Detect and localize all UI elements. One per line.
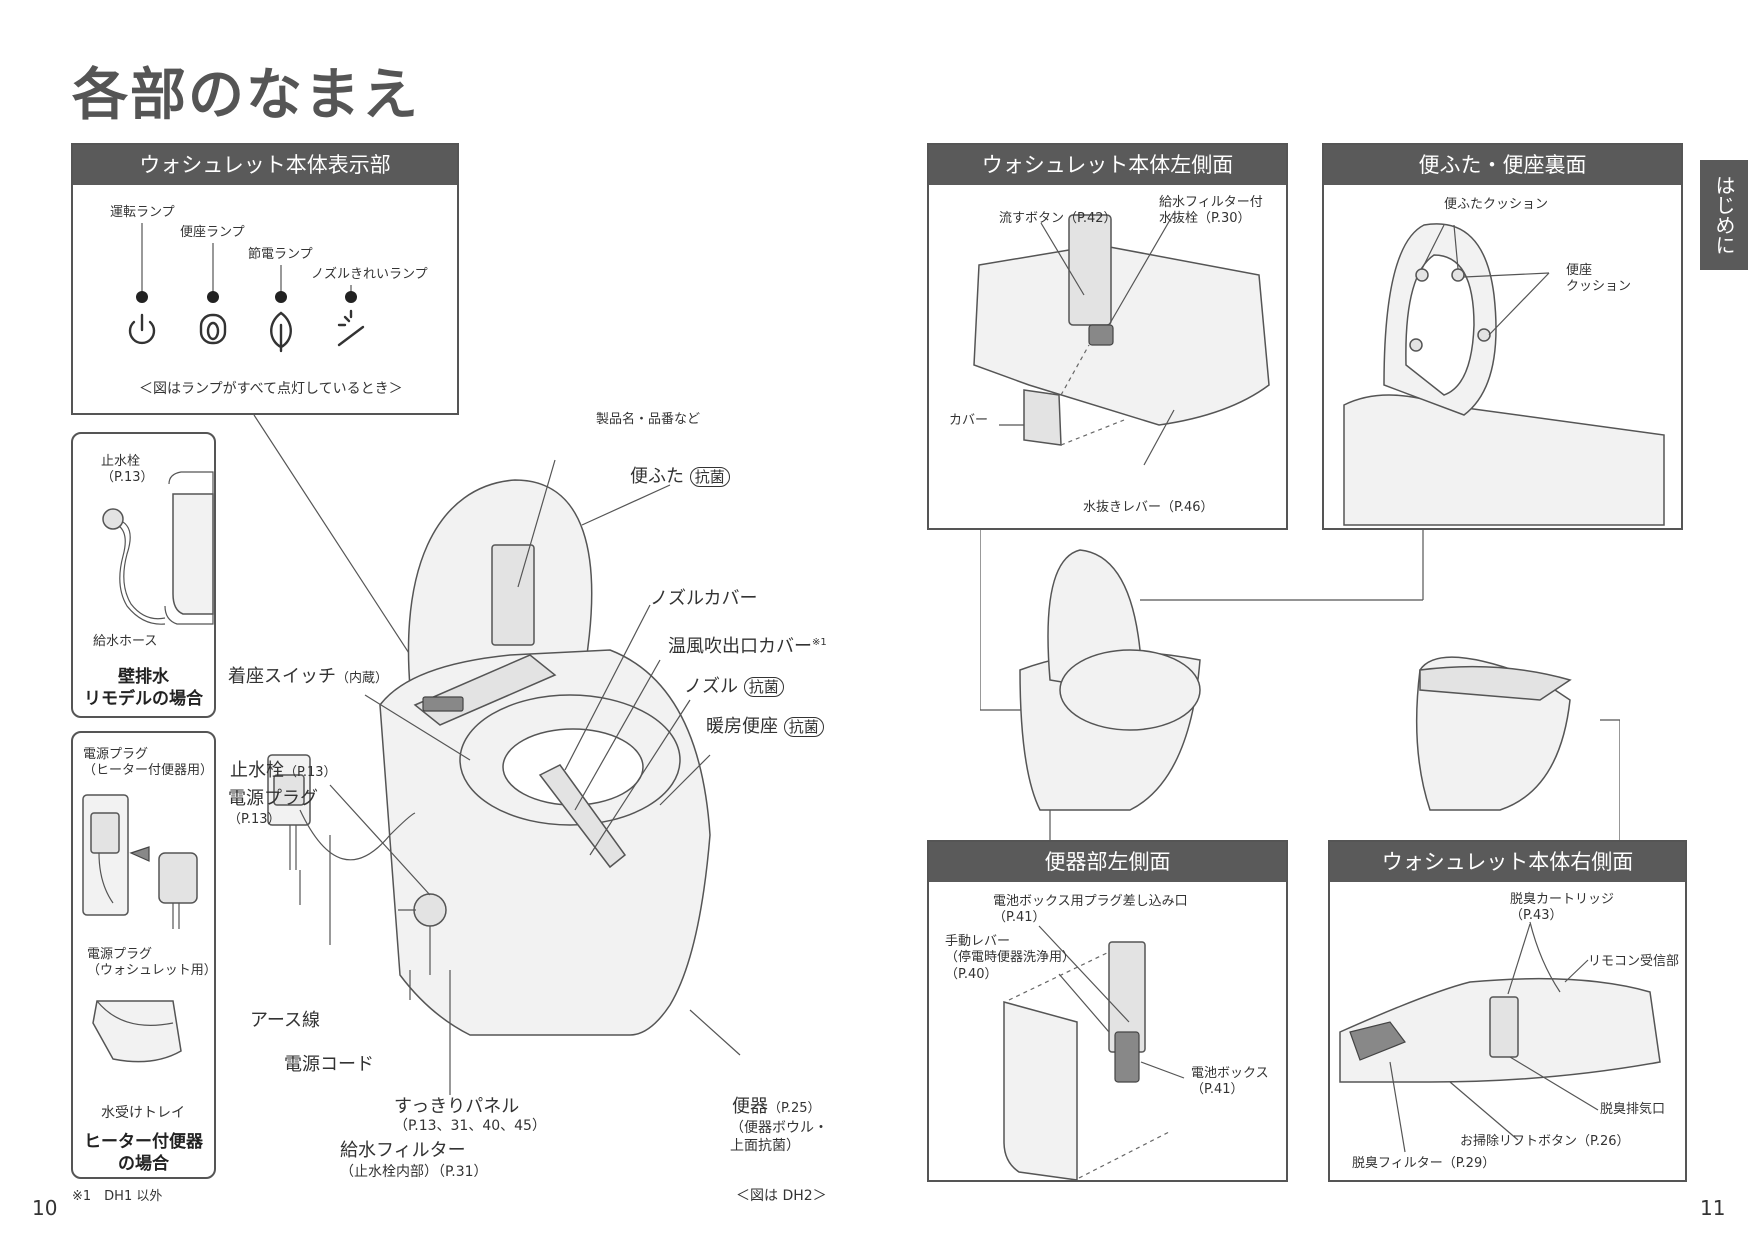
section-tab[interactable]: はじめに bbox=[1700, 160, 1748, 270]
page-number-left: 10 bbox=[32, 1196, 58, 1220]
label-battery-plug: 電池ボックス用プラグ差し込み口 （P.41） bbox=[993, 894, 1188, 926]
underside-panel: 便ふた・便座裏面 便ふたクッション 便座 クッション bbox=[1322, 143, 1683, 530]
figure-note: ＜図は DH2＞ bbox=[736, 1188, 827, 1204]
toilet-main-illustration bbox=[253, 415, 741, 1095]
label-power-plug: 電源プラグ bbox=[228, 788, 318, 809]
label-lid-cushion: 便ふたクッション bbox=[1444, 197, 1549, 212]
label-panel-ref: （P.13、31、40、45） bbox=[394, 1118, 546, 1134]
right-side-panel: ウォシュレット本体右側面 脱臭カートリッジ （P.43） リモコン受信部 脱臭排… bbox=[1328, 840, 1687, 1182]
bowl-left-panel: 便器部左側面 電池ボックス用プラグ差し込み口 （P.41） 手動レバー （停電時… bbox=[927, 840, 1288, 1182]
label-heated-seat: 暖房便座 抗菌 bbox=[706, 716, 824, 738]
leaf-icon bbox=[270, 311, 292, 353]
label-warm-air: 温風吹出口カバー※1 bbox=[668, 636, 827, 657]
display-panel: ウォシュレット本体表示部 運転ランプ 便座ランプ 節電ランプ ノズルきれいランプ… bbox=[71, 143, 459, 415]
wall-hose-label: 給水ホース bbox=[93, 634, 158, 649]
display-note: ＜図はランプがすべて点灯しているとき＞ bbox=[139, 381, 403, 397]
label-filter: 給水フィルター bbox=[340, 1140, 466, 1161]
label-seat-cushion: 便座 クッション bbox=[1566, 263, 1632, 295]
label-nozzle: ノズル 抗菌 bbox=[684, 676, 784, 698]
label-lift-button: お掃除リフトボタン（P.26） bbox=[1460, 1134, 1630, 1149]
label-flush-button: 流すボタン（P.42） bbox=[999, 211, 1117, 226]
page-number-right: 11 bbox=[1700, 1196, 1726, 1220]
label-battery-box: 電池ボックス （P.41） bbox=[1191, 1066, 1269, 1098]
label-power-plug-ref: （P.13） bbox=[228, 812, 281, 827]
label-drain-plug: 給水フィルター付 水抜栓（P.30） bbox=[1159, 195, 1263, 227]
wall-drain-panel: 止水栓 （P.13） 給水ホース 壁排水 リモデルの場合 bbox=[71, 432, 216, 718]
label-seat-switch: 着座スイッチ（内蔵） bbox=[228, 666, 389, 687]
left-side-panel-header: ウォシュレット本体左側面 bbox=[929, 145, 1286, 185]
antibac-badge-seat: 抗菌 bbox=[783, 717, 824, 737]
wall-valve-label: 止水栓 （P.13） bbox=[101, 454, 154, 486]
bowl-left-panel-header: 便器部左側面 bbox=[929, 842, 1286, 882]
left-side-panel: ウォシュレット本体左側面 流すボタン（P.42） 給水フィルター付 水抜栓（P.… bbox=[927, 143, 1288, 530]
label-product-name: 製品名・品番など bbox=[596, 412, 701, 427]
label-drain-lever: 水抜きレバー（P.46） bbox=[1083, 500, 1214, 515]
heater-caption: ヒーター付便器 の場合 bbox=[84, 1132, 203, 1175]
lamp-label-nozzle: ノズルきれいランプ bbox=[311, 267, 428, 282]
label-filter-ref: （止水栓内部）（P.31） bbox=[340, 1164, 488, 1180]
label-deodorize-filter: 脱臭フィルター（P.29） bbox=[1352, 1156, 1496, 1171]
label-exhaust: 脱臭排気口 bbox=[1600, 1102, 1666, 1117]
label-power-cord: 電源コード bbox=[284, 1054, 374, 1075]
label-manual-lever: 手動レバー （停電時便器洗浄用） （P.40） bbox=[945, 934, 1076, 982]
heater-plug-illustration bbox=[82, 794, 198, 1063]
underside-illustration bbox=[1343, 223, 1665, 526]
antibac-badge-lid: 抗菌 bbox=[689, 467, 730, 487]
bowl-left-illustration bbox=[1003, 925, 1185, 1180]
lamp-label-eco: 節電ランプ bbox=[248, 247, 313, 262]
overview-illustrations bbox=[980, 530, 1620, 840]
label-cover: カバー bbox=[949, 413, 989, 428]
label-stop-valve: 止水栓（P.13） bbox=[230, 760, 337, 781]
label-remote-receiver: リモコン受信部 bbox=[1588, 954, 1680, 969]
label-bowl: 便器（P.25） bbox=[732, 1096, 821, 1117]
label-bowl-note: （便器ボウル・ 上面抗菌） bbox=[730, 1120, 828, 1154]
page-title: 各部のなまえ bbox=[72, 63, 420, 128]
label-nozzle-cover: ノズルカバー bbox=[650, 588, 758, 609]
right-side-illustration bbox=[1339, 921, 1661, 1153]
right-side-panel-header: ウォシュレット本体右側面 bbox=[1330, 842, 1685, 882]
display-lamps-diagram bbox=[128, 223, 365, 353]
wall-valve-illustration bbox=[102, 471, 214, 625]
label-earth: アース線 bbox=[250, 1010, 321, 1031]
heater-plug-label: 電源プラグ （ヒーター付便器用） bbox=[83, 747, 214, 779]
lamp-label-seat: 便座ランプ bbox=[180, 225, 245, 240]
label-cartridge: 脱臭カートリッジ （P.43） bbox=[1510, 892, 1615, 924]
antibac-badge-nozzle: 抗菌 bbox=[743, 677, 784, 697]
power-icon bbox=[128, 313, 156, 345]
washlet-plug-label: 電源プラグ （ウォシュレット用） bbox=[87, 947, 217, 979]
label-panel: すっきりパネル bbox=[394, 1096, 520, 1117]
label-lid: 便ふた 抗菌 bbox=[630, 466, 730, 488]
tray-label: 水受けトレイ bbox=[101, 1105, 185, 1121]
wall-drain-caption: 壁排水 リモデルの場合 bbox=[84, 667, 203, 710]
heater-panel: 電源プラグ （ヒーター付便器用） 電源プラグ （ウォシュレット用） 水受けトレイ… bbox=[71, 731, 217, 1179]
underside-panel-header: 便ふた・便座裏面 bbox=[1324, 145, 1681, 185]
display-panel-header: ウォシュレット本体表示部 bbox=[73, 145, 457, 185]
lamp-label-run: 運転ランプ bbox=[110, 205, 175, 220]
nozzle-clean-icon bbox=[337, 309, 365, 347]
seat-icon bbox=[199, 313, 227, 345]
left-side-illustration bbox=[973, 212, 1270, 466]
footnote: ※1 DH1 以外 bbox=[72, 1189, 163, 1204]
